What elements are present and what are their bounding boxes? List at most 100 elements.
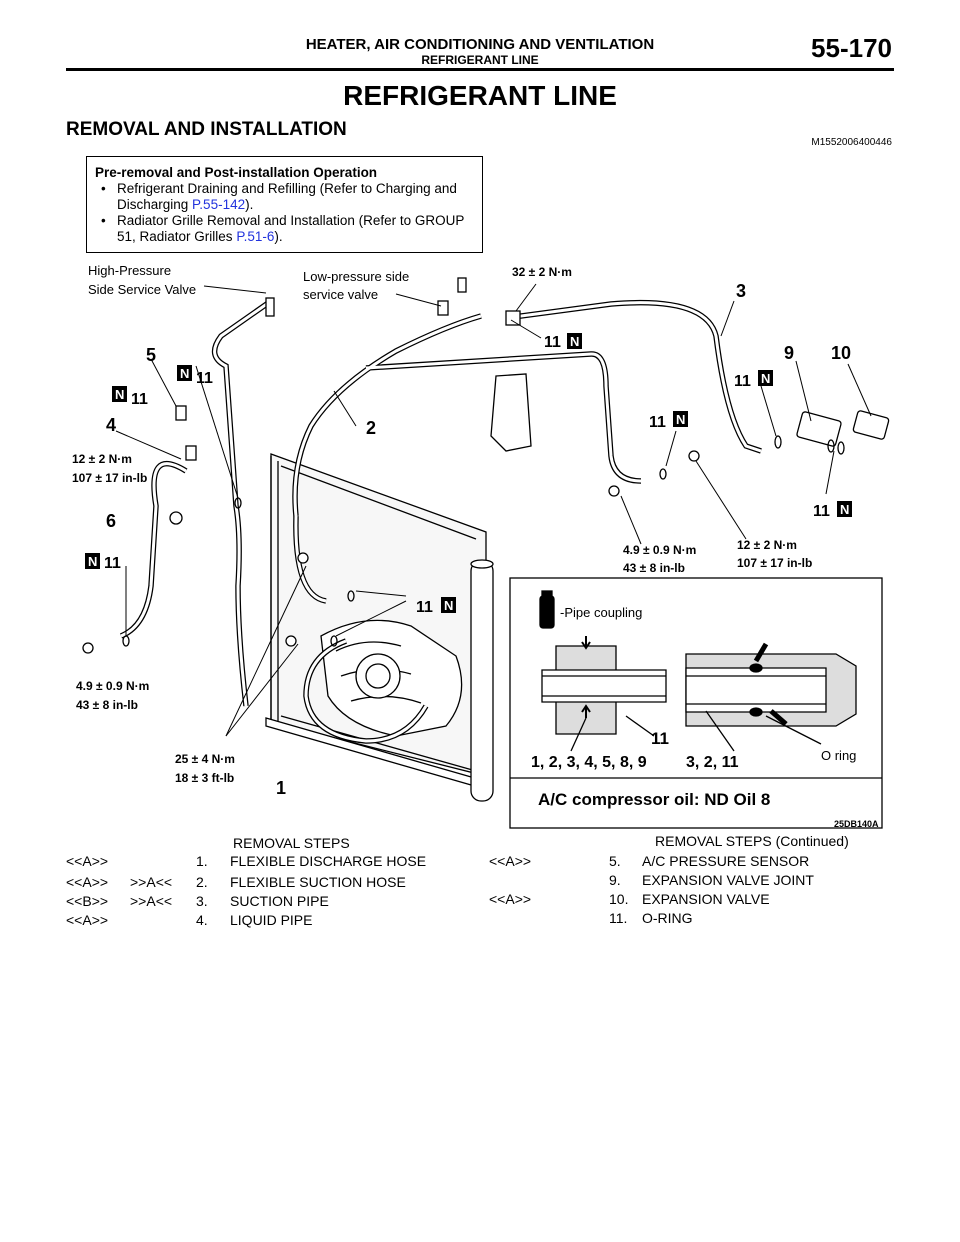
n-badge [85,553,100,569]
part-number-5: 5 [146,345,156,365]
step-code: <<A>> [66,874,109,890]
part-number-2: 2 [366,418,376,438]
reference-link[interactable]: P.55-142 [192,197,246,212]
step-number: 2. [196,874,208,890]
part-number-11: 11 [104,555,121,572]
part-number-11: 11 [196,370,213,387]
step-number: 4. [196,912,208,928]
step-name: LIQUID PIPE [230,912,313,928]
n-badge-text: N [570,334,579,349]
pre-removal-item-end: ). [245,197,254,212]
n-badge [441,597,456,613]
n-badge [177,365,192,381]
part-number-10: 10 [831,343,851,363]
step-number: 3. [196,893,208,909]
step-code-install: >>A<< [130,874,173,890]
n-badge-text: N [840,502,849,517]
torque-12-left: 12 ± 2 N·m [72,452,132,466]
part-number-11: 11 [544,334,561,351]
part-number-9: 9 [784,343,794,363]
n-badge-text: N [115,387,124,402]
o-rings [122,468,667,647]
n-badge-text: N [88,554,97,569]
step-number: 9. [609,872,621,888]
n-badge-text: N [761,371,770,386]
torque-49-right: 4.9 ± 0.9 N·m [623,543,696,557]
step-name: SUCTION PIPE [230,893,329,909]
part-number-6: 6 [106,511,116,531]
n-badge [758,370,773,386]
pre-removal-item-text: Radiator Grille Removal and Installation… [117,213,465,244]
pipe-coupling-label: -Pipe coupling [560,605,642,620]
removal-steps-heading: REMOVAL STEPS [233,835,350,851]
header-section-title: HEATER, AIR CONDITIONING AND VENTILATION [305,36,655,53]
part-number-11: 11 [813,503,830,520]
torque-12-right: 12 ± 2 N·m [737,538,797,552]
n-badge-text: N [444,598,453,613]
o-ring-label: O ring [821,748,856,763]
pipe-coupling-drawing [539,590,857,752]
step-number: 11. [609,910,628,926]
torque-43-left: 43 ± 8 in-lb [76,698,138,712]
expansion-valve [774,410,890,455]
reference-link[interactable]: P.51-6 [236,229,275,244]
pre-removal-heading: Pre-removal and Post-installation Operat… [95,165,378,180]
refrigerant-line-diagram: High-Pressure Side Service Valve Low-pre… [72,263,890,829]
page-title: REFRIGERANT LINE [343,80,617,111]
part-number-3: 3 [736,281,746,301]
label-low-pressure-1: Low-pressure side [303,269,409,284]
torque-43-right: 43 ± 8 in-lb [623,561,685,575]
part-number-11: 11 [416,599,433,616]
step-name: EXPANSION VALVE [642,891,770,907]
step-name: FLEXIBLE DISCHARGE HOSE [230,853,427,869]
part-number-11: 11 [649,414,666,431]
step-code: <<A>> [489,891,532,907]
step-number: 5. [609,853,621,869]
torque-107-right: 107 ± 17 in-lb [737,556,812,570]
step-name: O-RING [642,910,693,926]
pre-removal-item-end: ). [274,229,283,244]
part-number-11: 11 [734,373,751,390]
step-name: FLEXIBLE SUCTION HOSE [230,874,406,890]
pipes-inner [120,299,762,743]
removal-steps-continued-heading: REMOVAL STEPS (Continued) [655,833,849,849]
document-id: M1552006400446 [811,137,892,148]
torque-18: 18 ± 3 ft-lb [175,771,234,785]
part-number-4: 4 [106,415,116,435]
torque-25: 25 ± 4 N·m [175,752,235,766]
section-subtitle: REMOVAL AND INSTALLATION [66,119,347,140]
step-code: <<A>> [489,853,532,869]
step-name: EXPANSION VALVE JOINT [642,872,814,888]
pre-removal-box: Pre-removal and Post-installation Operat… [86,156,483,253]
page-number: 55-170 [811,33,892,63]
n-badge [673,411,688,427]
torque-107-left: 107 ± 17 in-lb [72,471,147,485]
n-badge-text: N [676,412,685,427]
part-number-11: 11 [131,391,148,408]
header-subsection-title: REFRIGERANT LINE [421,53,539,67]
coupling-parts-right: 3, 2, 11 [686,754,739,771]
n-badge-text: N [180,366,189,381]
pre-removal-item: Refrigerant Draining and Refilling (Refe… [95,181,474,213]
label-high-pressure-2: Side Service Valve [88,282,196,297]
n-badge [112,386,127,402]
torque-32: 32 ± 2 N·m [512,265,572,279]
n-badge [837,501,852,517]
n-badge [567,333,582,349]
coupling-11-label: 11 [651,729,669,748]
step-name: A/C PRESSURE SENSOR [642,853,810,869]
label-high-pressure-1: High-Pressure [88,263,171,278]
leader-lines [115,283,872,737]
coupling-parts-left: 1, 2, 3, 4, 5, 8, 9 [531,754,647,771]
step-code: <<A>> [66,853,109,869]
pre-removal-item-text: Refrigerant Draining and Refilling (Refe… [117,181,457,212]
step-number: 10. [609,891,629,907]
figure-code: 25DB140A [834,819,879,829]
part-number-1: 1 [276,778,286,798]
pre-removal-item: Radiator Grille Removal and Installation… [95,213,474,245]
step-code: <<A>> [66,912,109,928]
header-rule [66,68,894,71]
fittings [82,277,700,654]
compressor-oil-label: A/C compressor oil: ND Oil 8 [538,790,770,809]
label-low-pressure-2: service valve [303,287,378,302]
